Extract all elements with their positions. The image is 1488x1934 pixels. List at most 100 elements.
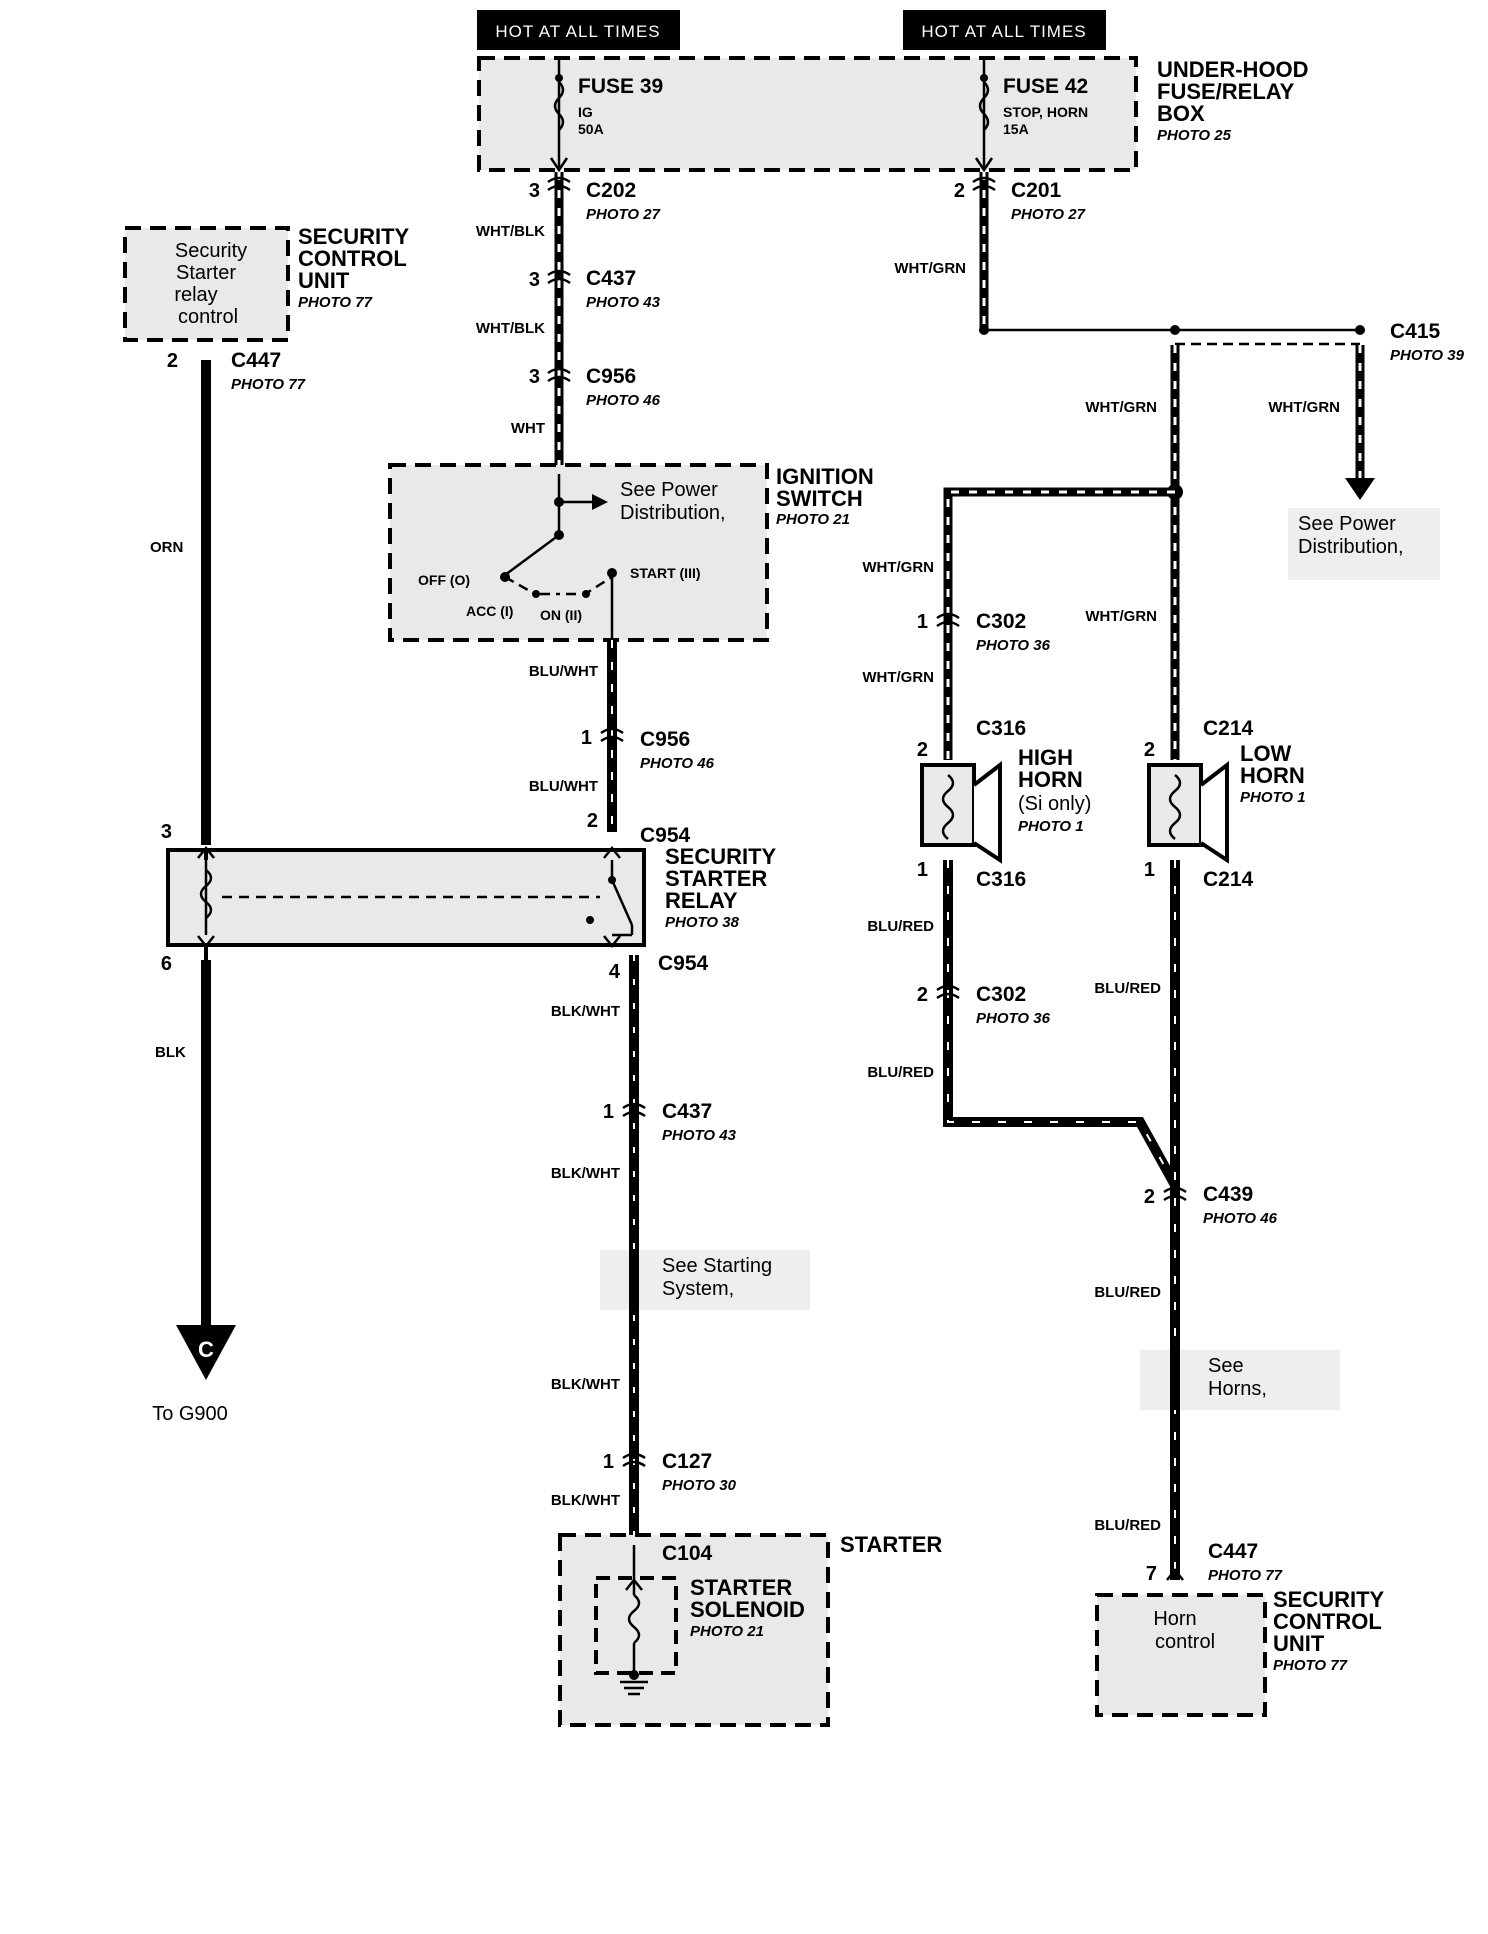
see-starting-1: See Starting [662, 1255, 772, 1277]
horn-junction-2 [1170, 325, 1180, 335]
low-horn-label-1: LOW [1240, 741, 1292, 766]
ground-arrow [176, 1325, 236, 1380]
see-starting-2: System, [662, 1278, 734, 1300]
solenoid-ground [620, 1680, 648, 1696]
c302b-pin: 2 [917, 984, 928, 1006]
high-horn-photo: PHOTO 1 [1018, 818, 1084, 835]
relay-label-1: SECURITY [665, 844, 777, 869]
hot-label-right-bg [903, 10, 1106, 50]
c954a-name: C954 [640, 824, 691, 847]
wire-label-blu-red-3: BLU/RED [1094, 980, 1161, 997]
wire-label-wht-grn-6: WHT/GRN [1085, 608, 1157, 625]
fuse39-sub2: 50A [578, 121, 604, 137]
solenoid-label-2: SOLENOID [690, 1597, 805, 1622]
low-horn-label-2: HORN [1240, 763, 1305, 788]
scu-top-photo: PHOTO 77 [298, 294, 373, 311]
c415-name: C415 [1390, 320, 1441, 343]
fuse42-name: FUSE 42 [1003, 75, 1088, 98]
c447-top-photo: PHOTO 77 [231, 376, 306, 393]
blk-wire-label: BLK [155, 1044, 186, 1061]
power-dist-arrow [1345, 478, 1375, 500]
wire-label-wht-grn-3: WHT/GRN [1268, 399, 1340, 416]
c439-photo: PHOTO 46 [1203, 1210, 1278, 1227]
fuse-box-label-3: BOX [1157, 101, 1205, 126]
high-horn-label-3: (Si only) [1018, 793, 1091, 815]
ignition-photo: PHOTO 21 [776, 511, 850, 528]
c316a-pin: 2 [917, 739, 928, 761]
see-power-dist-bg [1288, 508, 1440, 580]
see-horns-1: See [1208, 1355, 1244, 1377]
wire-label-wht-grn-5: WHT/GRN [862, 669, 934, 686]
c127-pin: 1 [603, 1451, 614, 1473]
low-horn-body [1147, 763, 1203, 847]
security-control-unit-bottom [1095, 1593, 1267, 1717]
ignition-on: ON (II) [540, 607, 582, 623]
c214b-pin: 1 [1144, 859, 1155, 881]
high-horn-body [920, 763, 976, 847]
wire-label-wht-grn-1: WHT/GRN [894, 260, 966, 277]
c127-name: C127 [662, 1450, 712, 1473]
c954b-name: C954 [658, 952, 709, 975]
solenoid-coil [627, 1594, 641, 1644]
wire-label-wht: WHT [511, 420, 545, 437]
c127-photo: PHOTO 30 [662, 1477, 737, 1494]
connector-c302b-symbol [936, 984, 960, 1000]
scu-bot-label-3: UNIT [1273, 1631, 1325, 1656]
fuse-box-label-1: UNDER-HOOD [1157, 57, 1309, 82]
c447-top-name: C447 [231, 349, 281, 372]
fuse39-sub1: IG [578, 104, 593, 120]
c447-top-pin: 2 [167, 350, 178, 372]
ignition-start: START (III) [630, 565, 701, 581]
connector-c302a-symbol [936, 612, 960, 628]
connector-c201-symbol [972, 176, 996, 192]
fuse-relay-box [477, 56, 1138, 172]
fuse42-sub1: STOP, HORN [1003, 104, 1088, 120]
wire-label-blk-wht-3: BLK/WHT [551, 1376, 620, 1393]
high-horn-coil [941, 774, 955, 840]
c437b-name: C437 [662, 1100, 712, 1123]
high-horn-label-1: HIGH [1018, 745, 1073, 770]
scu-top-label-2: CONTROL [298, 246, 407, 271]
wire-label-wht-grn-2: WHT/GRN [1085, 399, 1157, 416]
see-power-dist-1: See Power [1298, 513, 1396, 535]
scu-bot-label-2: CONTROL [1273, 1609, 1382, 1634]
ignition-see-1: See Power [620, 479, 718, 501]
fuse42-dot [980, 74, 988, 82]
c316a-name: C316 [976, 717, 1026, 740]
relay-pin3-arrow [197, 845, 215, 859]
scu-bot-inner-2: control [1155, 1631, 1215, 1653]
starter-box [558, 1533, 830, 1727]
solenoid-label-1: STARTER [690, 1575, 792, 1600]
hot-label-left-bg [477, 10, 680, 50]
solenoid-arrow [625, 1577, 643, 1591]
relay-contact-arm [610, 879, 634, 926]
scu-top-inner-4: control [178, 306, 238, 328]
wire-label-wht-grn-4: WHT/GRN [862, 559, 934, 576]
connector-c439-symbol [1163, 1186, 1187, 1202]
relay-label-3: RELAY [665, 888, 738, 913]
wire-label-blu-wht-1: BLU/WHT [529, 663, 598, 680]
ground-letter: C [198, 1337, 214, 1362]
scu-bot-label-1: SECURITY [1273, 1587, 1385, 1612]
c302b-photo: PHOTO 36 [976, 1010, 1051, 1027]
c201-photo: PHOTO 27 [1011, 206, 1086, 223]
c437b-photo: PHOTO 43 [662, 1127, 737, 1144]
connector-c437a-symbol [547, 269, 571, 285]
wht-grn-wire-high-stripe [946, 490, 1175, 760]
wire-label-blu-wht-2: BLU/WHT [529, 778, 598, 795]
scu-top-inner-3: relay [174, 284, 217, 306]
c956b-name: C956 [640, 728, 690, 751]
c302a-name: C302 [976, 610, 1026, 633]
fuse42-symbol [978, 81, 990, 131]
wire-label-blk-wht-1: BLK/WHT [551, 1003, 620, 1020]
ignition-on-contact [582, 590, 590, 598]
high-horn-bell [972, 760, 1002, 864]
see-horns-2: Horns, [1208, 1378, 1267, 1400]
fuse42-sub2: 15A [1003, 121, 1029, 137]
c437a-name: C437 [586, 267, 636, 290]
c954b-pin: 4 [609, 961, 621, 983]
to-g900: To G900 [152, 1403, 228, 1425]
relay-pin-6: 6 [161, 953, 172, 975]
ignition-label-2: SWITCH [776, 486, 863, 511]
c447-bot-pin: 7 [1146, 1563, 1157, 1585]
